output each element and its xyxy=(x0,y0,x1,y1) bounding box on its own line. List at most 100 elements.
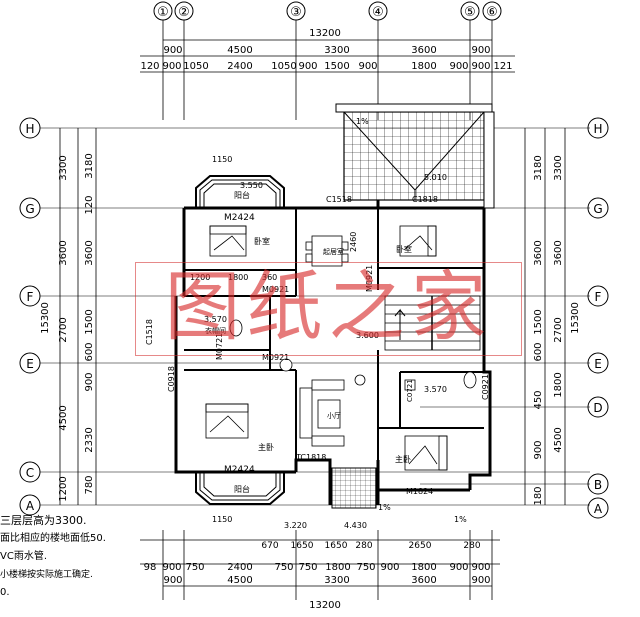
dim: 3300 xyxy=(553,155,564,180)
dim: 2460 xyxy=(349,232,358,252)
axis-label-1: ① xyxy=(157,5,169,20)
total-width-top: 13200 xyxy=(309,28,341,39)
watermark: 图纸之家 xyxy=(135,262,522,356)
total-depth-right: 15300 xyxy=(570,302,581,334)
bay-balcony-bottom xyxy=(195,472,285,505)
axis-label-G: G xyxy=(25,202,34,216)
axis-label-E: E xyxy=(26,357,34,371)
window-mark: C1518 xyxy=(326,195,352,204)
dim: 121 xyxy=(493,61,512,72)
slope: 1% xyxy=(378,503,391,512)
room-bedroom-2: 卧室 xyxy=(396,244,412,254)
top-dim-row2: 120 900 1050 2400 1050 900 1500 900 1800… xyxy=(140,61,512,72)
door-mark: M2424 xyxy=(224,465,255,475)
total-depth-left: 15300 xyxy=(40,302,51,334)
window-mark: C1818 xyxy=(412,195,438,204)
dim: 1500 xyxy=(324,61,349,72)
dim: 3600 xyxy=(411,575,436,586)
dim: 1800 xyxy=(411,61,436,72)
dim: 900 xyxy=(298,61,317,72)
left-dimensions: 3300 3600 2700 4500 1200 15300 3180 120 … xyxy=(40,153,95,501)
bottom-dim-row1: 98 900 750 2400 750 750 1800 750 900 180… xyxy=(144,562,491,573)
dim: 750 xyxy=(298,562,317,573)
dim: 1800 xyxy=(411,562,436,573)
level-marks: 3.570 3.570 3.600 5.010 4.430 3.550 3.22… xyxy=(190,117,467,530)
dim: 3600 xyxy=(411,45,436,56)
dim: 280 xyxy=(355,541,372,551)
dim: 4500 xyxy=(58,405,69,430)
elevation: 3.220 xyxy=(284,521,307,530)
dim: 3180 xyxy=(533,155,544,180)
total-width-bottom: 13200 xyxy=(309,600,341,611)
dim: 900 xyxy=(533,440,544,459)
dim: 1150 xyxy=(212,155,232,164)
axis-label-D: D xyxy=(593,401,602,415)
dim: 450 xyxy=(533,390,544,409)
dim: 900 xyxy=(163,575,182,586)
dim: 3600 xyxy=(58,240,69,265)
dim: 1500 xyxy=(84,309,95,334)
dim: 900 xyxy=(162,61,181,72)
top-dim-row1: 900 4500 3300 3600 900 xyxy=(163,45,490,56)
dim: 900 xyxy=(162,562,181,573)
dim: 900 xyxy=(471,575,490,586)
dim: 280 xyxy=(463,541,480,551)
elevation: 3.550 xyxy=(240,181,263,190)
bay-balcony-top xyxy=(195,175,285,208)
window-mark: C0921 xyxy=(481,374,490,400)
room-balcony-1: 阳台 xyxy=(234,190,250,200)
dim: 1050 xyxy=(271,61,296,72)
note-line: 0. xyxy=(0,587,10,598)
elevation: 3.600 xyxy=(356,331,379,340)
note-line: 三层层高为3300. xyxy=(0,514,87,527)
dim: 900 xyxy=(449,562,468,573)
dim: 120 xyxy=(84,195,95,214)
dim: 4500 xyxy=(227,45,252,56)
room-lounge: 小厅 xyxy=(327,411,341,420)
dim: 1800 xyxy=(228,273,248,282)
right-dimensions: 3180 3600 1500 600 450 900 180 3300 3600… xyxy=(533,155,581,505)
room-balcony-2: 阳台 xyxy=(234,484,250,494)
bed-icon xyxy=(209,225,247,257)
dim: 750 xyxy=(356,562,375,573)
axis-bubbles-right: H G F E D B A xyxy=(587,117,609,519)
dim: 900 xyxy=(358,61,377,72)
elevation: 3.570 xyxy=(424,385,447,394)
axis-label-C: C xyxy=(26,466,34,480)
dim: 180 xyxy=(533,486,544,505)
dim: 120 xyxy=(140,61,159,72)
dim: 900 xyxy=(471,61,490,72)
lower-terrace xyxy=(331,467,377,509)
dim: 2400 xyxy=(227,61,252,72)
note-line: 面比相应的楼地面低50. xyxy=(0,533,106,544)
interior-walls xyxy=(184,208,484,472)
window-mark: C0721 xyxy=(406,379,414,402)
dim: 3600 xyxy=(533,240,544,265)
note-line: VC雨水管. xyxy=(0,551,48,562)
dim: 1650 xyxy=(291,541,314,551)
dim: 900 xyxy=(471,562,490,573)
axis-label-H: H xyxy=(25,122,34,136)
dim: 2700 xyxy=(553,317,564,342)
axis-label-2: ② xyxy=(178,5,190,20)
slope: 1% xyxy=(454,515,467,524)
dim: 1500 xyxy=(533,309,544,334)
bed-icon xyxy=(205,403,249,439)
room-sitting: 起居室 xyxy=(323,247,344,256)
axis-label-A: A xyxy=(594,502,603,516)
slope: 1% xyxy=(356,117,369,126)
left-dim-lines xyxy=(59,128,97,505)
dim: 3180 xyxy=(84,153,95,178)
dim: 2400 xyxy=(227,562,252,573)
note-line: 小楼梯按实际施工确定. xyxy=(0,570,93,580)
opening-marks: M2424 M2424 M0921 M0921 M0721 M0921 M182… xyxy=(145,195,490,496)
axis-label-5: ⑤ xyxy=(464,5,476,20)
dim: 750 xyxy=(274,562,293,573)
window-mark: TC1818 xyxy=(295,453,326,462)
bottom-dim-row2: 900 4500 3300 3600 900 xyxy=(163,575,490,586)
sofa-icon xyxy=(299,379,345,447)
elevation: 5.010 xyxy=(424,173,447,182)
drawing-notes: 三层层高为3300. 面比相应的楼地面低50. VC雨水管. 小楼梯按实际施工确… xyxy=(0,512,120,602)
dim: 900 xyxy=(471,45,490,56)
dim: 3300 xyxy=(324,45,349,56)
